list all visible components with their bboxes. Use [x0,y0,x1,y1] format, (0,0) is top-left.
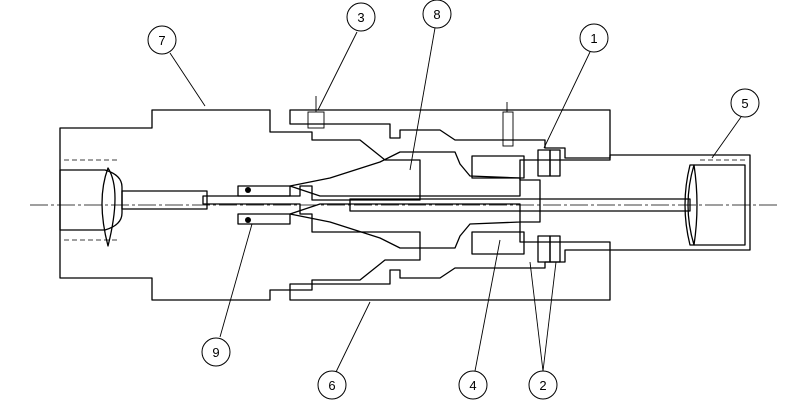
callout-1: 1 [579,23,609,53]
callouts: 7 3 8 1 5 9 6 4 [147,0,760,400]
callout-label-9: 9 [212,345,219,360]
callout-label-3: 3 [357,10,364,25]
callout-label-2: 2 [539,378,546,393]
callout-label-6: 6 [328,378,335,393]
inlet-port [59,159,208,247]
callout-7: 7 [147,25,177,55]
callout-label-7: 7 [158,33,165,48]
callout-4: 4 [458,370,488,400]
callout-3: 3 [346,2,376,32]
seal-part-1 [537,149,561,177]
callout-label-4: 4 [469,378,476,393]
sleeve-part-6 [289,96,611,301]
callout-label-8: 8 [433,7,440,22]
o-ring-seat-part-9 [237,185,291,225]
seal-part-2 [537,235,561,263]
inlet-body-part-7 [59,109,421,301]
callout-9: 9 [201,337,231,367]
spring-part-4 [471,155,525,255]
callout-label-5: 5 [741,96,748,111]
callout-5: 5 [730,88,760,118]
callout-8: 8 [422,0,452,29]
poppet-part-8 [289,151,521,249]
callout-label-1: 1 [590,31,597,46]
callout-6: 6 [317,370,347,400]
callout-2: 2 [528,370,558,400]
